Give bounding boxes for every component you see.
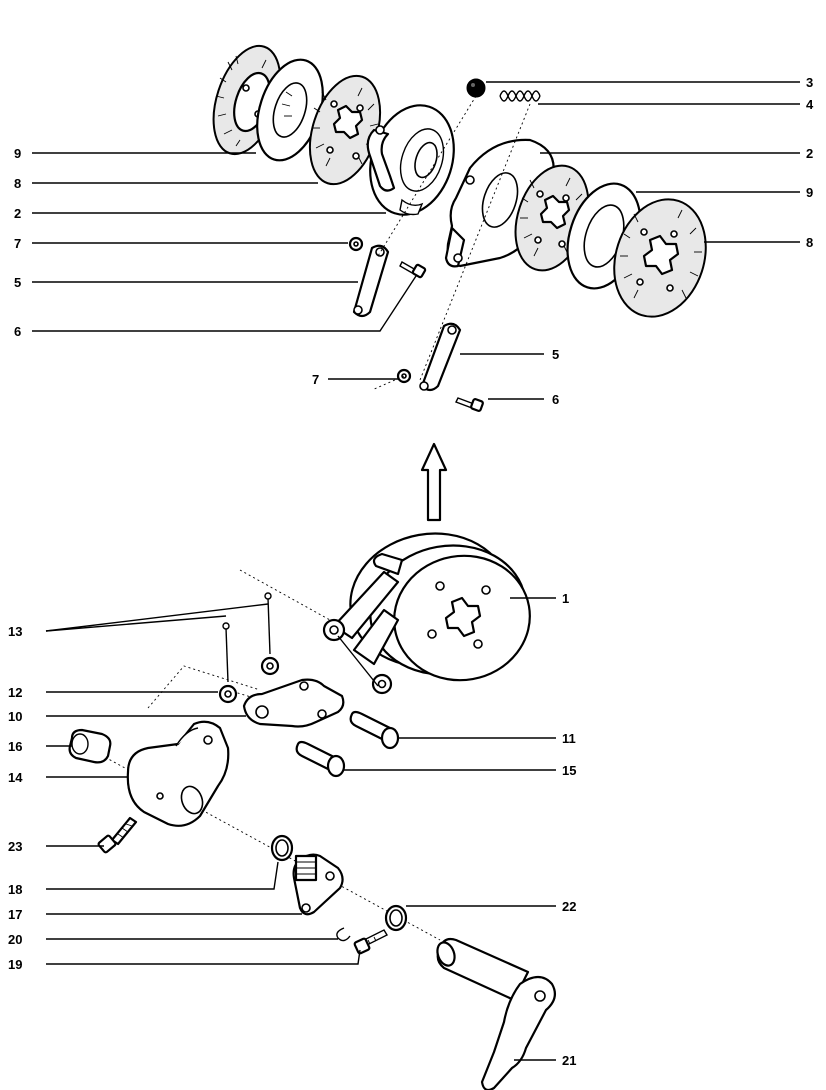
lining-disc-left-inner (308, 74, 382, 186)
shaft-crank-part-21 (436, 937, 557, 1090)
callout-2-right: 2 (806, 146, 813, 161)
callout-23: 23 (8, 839, 22, 854)
lever-bracket-part-10 (242, 678, 345, 728)
callout-13: 13 (8, 624, 22, 639)
screw-part-19 (353, 929, 388, 955)
plate-part-17 (292, 853, 344, 916)
brake-assembly-part-1 (322, 532, 531, 695)
callout-14: 14 (8, 770, 23, 785)
callout-2-left: 2 (14, 206, 21, 221)
nut-part-12-a (218, 684, 238, 704)
callout-11: 11 (562, 731, 576, 746)
callout-22: 22 (562, 899, 576, 914)
callout-7-left: 7 (14, 236, 21, 251)
callout-8-left: 8 (14, 176, 21, 191)
bolt-part-13-a (222, 622, 230, 683)
callout-20: 20 (8, 932, 22, 947)
callout-12: 12 (8, 685, 22, 700)
callout-18: 18 (8, 882, 22, 897)
callout-5-mid: 5 (552, 347, 559, 362)
brake-plate-left (366, 104, 455, 216)
link-bar-lower (419, 322, 462, 392)
o-ring-part-22 (384, 904, 408, 932)
lever-housing-part-14 (126, 720, 230, 827)
spring-part-4 (499, 90, 541, 102)
bushing-part-16 (68, 728, 112, 764)
callout-7-mid: 7 (312, 372, 319, 387)
callout-5-left: 5 (14, 275, 21, 290)
callout-4: 4 (806, 97, 814, 112)
o-ring-part-18 (270, 834, 294, 862)
bolt-part-13-b (264, 592, 272, 655)
pin-part-15 (295, 740, 346, 778)
callout-1: 1 (562, 591, 569, 606)
callout-3: 3 (806, 75, 813, 90)
nut-upper (348, 236, 364, 252)
callout-8-right: 8 (806, 235, 813, 250)
screw-part-23 (97, 816, 138, 854)
leader-lines (32, 81, 800, 1061)
callout-10: 10 (8, 709, 22, 724)
callout-21: 21 (562, 1053, 576, 1068)
callout-6-left: 6 (14, 324, 21, 339)
callout-labels: 9 8 2 7 5 6 7 3 4 2 9 8 5 6 1 13 12 10 1… (8, 75, 814, 1068)
callout-9-left: 9 (14, 146, 21, 161)
callout-17: 17 (8, 907, 22, 922)
ball-part-3 (466, 78, 486, 98)
pin-upper (399, 261, 427, 279)
pin-lower (455, 397, 484, 412)
callout-9-right: 9 (806, 185, 813, 200)
pin-part-11 (349, 710, 400, 750)
lining-disc-right-outer (613, 198, 707, 318)
callout-6-mid: 6 (552, 392, 559, 407)
assembly-arrow (420, 442, 448, 522)
callout-16: 16 (8, 739, 22, 754)
callout-15: 15 (562, 763, 576, 778)
nut-part-12-b (260, 656, 280, 676)
snap-ring-part-20 (336, 927, 351, 942)
callout-19: 19 (8, 957, 22, 972)
link-bar-upper (352, 244, 390, 318)
